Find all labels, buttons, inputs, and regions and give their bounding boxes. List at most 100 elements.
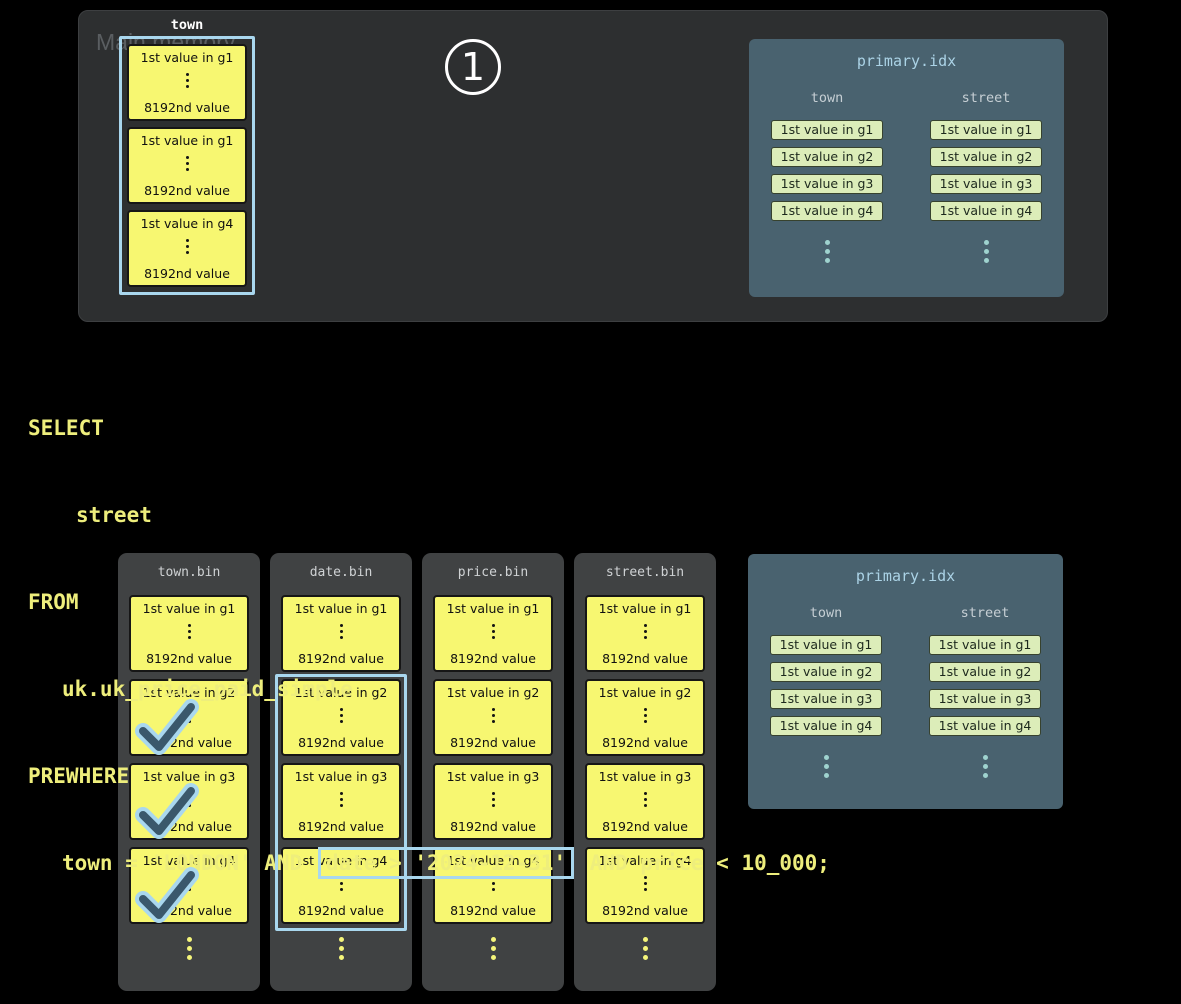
granule-block: 1st value in g1 8192nd value — [127, 127, 247, 204]
ellipsis-icon — [187, 624, 191, 627]
ellipsis-icon — [491, 792, 495, 795]
idx-column-header: street — [961, 90, 1011, 106]
granule-block: 1st value in g1 8192nd value — [433, 595, 553, 672]
granule-block: 1st value in g1 8192nd value — [129, 595, 249, 672]
granule-first-value: 1st value in g1 — [294, 601, 388, 616]
idx-entry: 1st value in g3 — [930, 174, 1042, 194]
granule-block: 1st value in g3 8192nd value — [433, 763, 553, 840]
granule-last-value: 8192nd value — [144, 100, 230, 115]
granule-last-value: 8192nd value — [298, 903, 384, 918]
bin-header: street.bin — [605, 565, 685, 580]
bin-header: price.bin — [457, 565, 529, 580]
primary-idx-columns: town 1st value in g1 1st value in g2 1st… — [749, 90, 1064, 245]
ellipsis-icon — [823, 755, 829, 760]
bin-panel-price: price.bin 1st value in g1 8192nd value 1… — [422, 553, 564, 991]
sql-predicate-price: AND price < 10_000; — [577, 851, 830, 875]
ellipsis-icon — [643, 876, 647, 879]
granule-last-value: 8192nd value — [450, 903, 536, 918]
idx-column-header: town — [809, 605, 843, 621]
primary-idx-panel-top: primary.idx town 1st value in g1 1st val… — [749, 39, 1064, 297]
ellipsis-icon — [491, 708, 495, 711]
idx-entry: 1st value in g2 — [770, 662, 882, 682]
idx-column-town: town 1st value in g1 1st value in g2 1st… — [770, 605, 882, 760]
granule-last-value: 8192nd value — [146, 651, 232, 666]
idx-column-street: street 1st value in g1 1st value in g2 1… — [930, 90, 1042, 245]
sql-highlight-box: date > '2024-12-31' — [317, 847, 575, 879]
ellipsis-icon — [339, 792, 343, 795]
idx-entry: 1st value in g2 — [929, 662, 1041, 682]
ellipsis-icon — [186, 937, 192, 942]
idx-column-header: town — [810, 90, 844, 106]
granule-last-value: 8192nd value — [450, 735, 536, 750]
granule-first-value: 1st value in g1 — [140, 133, 234, 148]
sql-query: SELECT street FROM uk.uk_price_paid_simp… — [28, 356, 830, 936]
bin-blocks: 1st value in g1 8192nd value 1st value i… — [281, 595, 401, 924]
granule-block: 1st value in g3 8192nd value — [281, 763, 401, 840]
ellipsis-icon — [824, 240, 830, 245]
idx-column-street: street 1st value in g1 1st value in g2 1… — [929, 605, 1041, 760]
idx-entry: 1st value in g2 — [771, 147, 883, 167]
granule-first-value: 1st value in g2 — [294, 685, 388, 700]
granule-block: 1st value in g2 8192nd value — [129, 679, 249, 756]
bin-blocks: 1st value in g1 8192nd value 1st value i… — [585, 595, 705, 924]
memory-column-header: town — [170, 17, 204, 33]
granule-block: 1st value in g4 8192nd value — [129, 847, 249, 924]
idx-entry: 1st value in g1 — [929, 635, 1041, 655]
granule-first-value: 1st value in g4 — [446, 853, 540, 868]
ellipsis-icon — [643, 708, 647, 711]
ellipsis-icon — [491, 876, 495, 879]
granule-first-value: 1st value in g1 — [598, 601, 692, 616]
granule-last-value: 8192nd value — [602, 819, 688, 834]
granule-first-value: 1st value in g4 — [142, 853, 236, 868]
granule-block: 1st value in g2 8192nd value — [585, 679, 705, 756]
primary-idx-title: primary.idx — [855, 567, 956, 585]
ellipsis-icon — [185, 73, 189, 76]
granule-last-value: 8192nd value — [298, 819, 384, 834]
granule-block: 1st value in g4 8192nd value — [585, 847, 705, 924]
granule-last-value: 8192nd value — [450, 819, 536, 834]
ellipsis-icon — [339, 708, 343, 711]
idx-entry: 1st value in g4 — [770, 716, 882, 736]
bin-blocks: 1st value in g1 8192nd value 1st value i… — [433, 595, 553, 924]
granule-block: 1st value in g1 8192nd value — [281, 595, 401, 672]
ellipsis-icon — [185, 156, 189, 159]
idx-entry: 1st value in g1 — [930, 120, 1042, 140]
ellipsis-icon — [338, 937, 344, 942]
granule-last-value: 8192nd value — [298, 651, 384, 666]
granule-first-value: 1st value in g1 — [446, 601, 540, 616]
checkmark-icon — [135, 867, 199, 923]
granule-first-value: 1st value in g3 — [446, 769, 540, 784]
sql-line-predicates: town = 'LONDON' AND date > '2024-12-31' … — [62, 847, 830, 879]
granule-block: 1st value in g3 8192nd value — [585, 763, 705, 840]
bin-header: town.bin — [157, 565, 221, 580]
idx-entry: 1st value in g1 — [771, 120, 883, 140]
idx-entry: 1st value in g3 — [929, 689, 1041, 709]
bin-panel-town: town.bin 1st value in g1 8192nd value 1s… — [118, 553, 260, 991]
idx-entry: 1st value in g3 — [770, 689, 882, 709]
ellipsis-icon — [643, 792, 647, 795]
granule-block: 1st value in g4 8192nd value — [433, 847, 553, 924]
granule-first-value: 1st value in g4 — [598, 853, 692, 868]
idx-column-header: street — [960, 605, 1010, 621]
granule-first-value: 1st value in g1 — [142, 601, 236, 616]
granule-first-value: 1st value in g4 — [294, 853, 388, 868]
ellipsis-icon — [983, 240, 989, 245]
granule-last-value: 8192nd value — [602, 735, 688, 750]
granule-block: 1st value in g4 8192nd value — [127, 210, 247, 287]
sql-line-table: uk.uk_price_paid_simple — [62, 677, 353, 701]
granule-first-value: 1st value in g2 — [446, 685, 540, 700]
idx-entry: 1st value in g4 — [930, 201, 1042, 221]
memory-town-column: town 1st value in g1 8192nd value 1st va… — [119, 17, 255, 295]
granule-block: 1st value in g4 8192nd value — [281, 847, 401, 924]
step-1-badge: 1 — [445, 39, 501, 95]
idx-entry: 1st value in g2 — [930, 147, 1042, 167]
ellipsis-icon — [491, 624, 495, 627]
primary-idx-title: primary.idx — [856, 52, 957, 70]
granule-first-value: 1st value in g3 — [294, 769, 388, 784]
ellipsis-icon — [185, 239, 189, 242]
idx-entry: 1st value in g1 — [770, 635, 882, 655]
granule-first-value: 1st value in g3 — [142, 769, 236, 784]
memory-column-highlight-box: 1st value in g1 8192nd value 1st value i… — [119, 36, 255, 295]
ellipsis-icon — [642, 937, 648, 942]
